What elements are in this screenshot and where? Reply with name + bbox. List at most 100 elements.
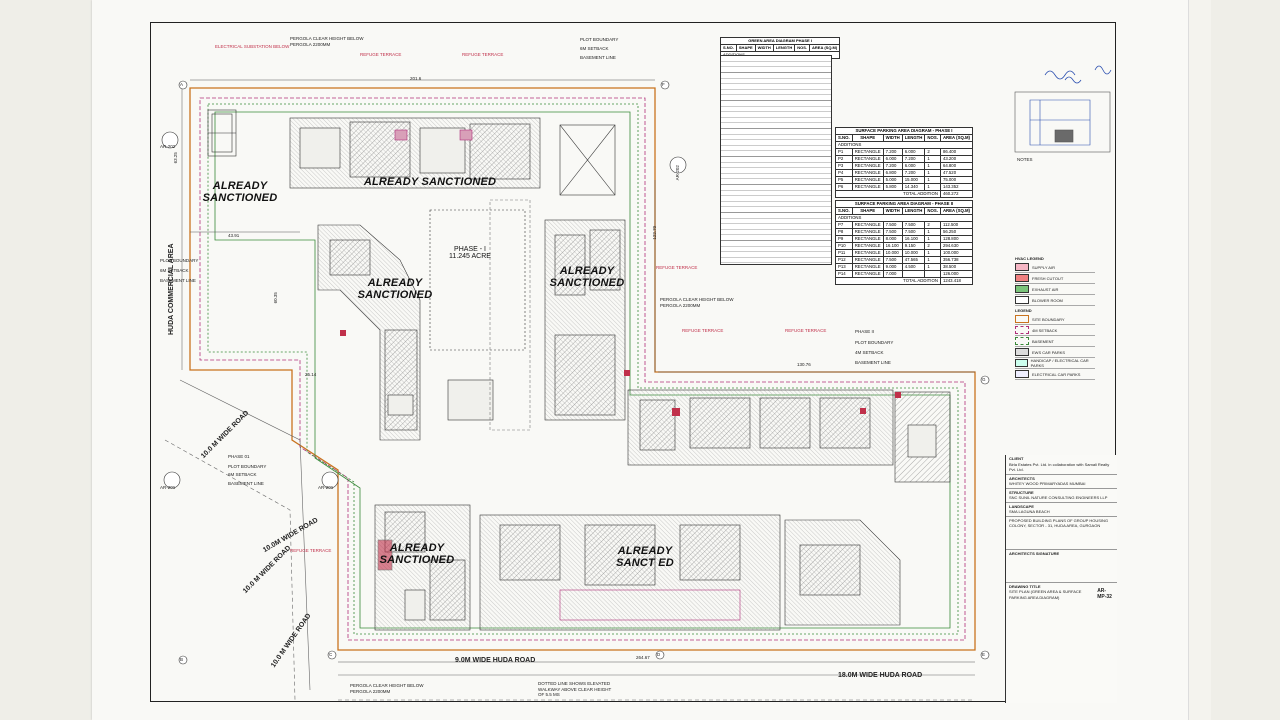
col-header: S.NO. xyxy=(835,134,853,142)
label-plot-boundary-mid: PLOT BOUNDARY xyxy=(855,340,894,345)
table-cell: RECTANGLE xyxy=(851,162,884,170)
total-label: TOTAL ADDITION xyxy=(835,277,941,285)
sanction-stamp-2: ALREADY SANCTIONED xyxy=(360,176,500,188)
table-cell: RECTANGLE xyxy=(851,148,884,156)
table-cell: 10.000 xyxy=(901,249,926,257)
sanction-stamp-5: ALREADY SANCTIONED xyxy=(372,542,462,566)
grid-letter: G xyxy=(982,377,986,382)
surface-parking-schedule-1: SURFACE PARKING AREA DIAGRAM - PHASE I S… xyxy=(835,127,974,198)
tower-block-south xyxy=(479,514,901,631)
total-label: TOTAL ADDITION xyxy=(835,190,941,198)
legend-label: ELECTRICAL CAR PARKS xyxy=(1032,371,1081,377)
tb-label: DRAWING TITLE xyxy=(1009,583,1041,589)
grid-letter: A xyxy=(180,82,184,87)
stamp-line: SANCT ED xyxy=(616,557,674,569)
label-basement-sw: BASEMENT LINE xyxy=(228,481,264,486)
col-header: LENGTH xyxy=(772,44,796,52)
col-header: AREA (SQ.M) xyxy=(939,207,974,215)
dim-left-a: 43.91 xyxy=(228,233,240,238)
label-plot-boundary-top: PLOT BOUNDARY xyxy=(580,37,619,42)
legend-label: SITE BOUNDARY xyxy=(1032,316,1065,322)
table-cell: 47.520 xyxy=(939,169,974,177)
legend-row: ELECTRICAL CAR PARKS xyxy=(1015,369,1095,380)
table-cell: 2 xyxy=(924,221,941,229)
table-cell xyxy=(924,270,941,278)
table-cell: 5.000 xyxy=(882,176,903,184)
phase-name: PHASE - I xyxy=(454,246,486,253)
table-cell: RECTANGLE xyxy=(851,176,884,184)
col-header: WIDTH xyxy=(882,207,903,215)
table-cell: 100.000 xyxy=(939,249,974,257)
swatch-icon xyxy=(1015,315,1029,323)
table-cell: 14.340 xyxy=(901,183,926,191)
tb-label: LANDSCAPE xyxy=(1009,503,1034,509)
table-cell: 64.800 xyxy=(939,162,974,170)
table-cell: RECTANGLE xyxy=(851,235,884,243)
stamp-line: SANCTIONED xyxy=(379,554,455,566)
table-cell: 6.000 xyxy=(901,148,926,156)
dim-right-v: 122.70 xyxy=(652,225,658,240)
tower-block-north xyxy=(289,117,541,189)
ar-tag-2: AR-202 xyxy=(674,165,680,181)
table-cell: 43.200 xyxy=(939,155,974,163)
swatch-icon xyxy=(1015,326,1029,334)
phase-label: PHASE - I 11.245 ACRE xyxy=(440,246,500,260)
section-row: ADDITIONS xyxy=(835,141,973,149)
tower-block-central xyxy=(429,124,626,431)
table-cell: 128.800 xyxy=(939,235,974,243)
tb-label: ARCHITECTS xyxy=(1009,475,1035,481)
table-cell: 1 xyxy=(924,256,941,264)
sheet-edge xyxy=(1188,0,1211,720)
label-pergola-mid: PERGOLA CLEAR HEIGHT BELOW PERGOLA 2200M… xyxy=(660,297,734,308)
table-cell: RECTANGLE xyxy=(851,270,884,278)
stamp-line: ALREADY xyxy=(617,545,673,557)
legend-row: 4M SETBACK xyxy=(1015,325,1095,336)
table-cell: P9 xyxy=(835,235,853,243)
col-header: AREA (SQ.M) xyxy=(809,44,841,52)
tb-project: PROPOSED BUILDING PLANS OF GROUP HOUSING… xyxy=(1006,517,1117,550)
legend-row: EWS CAR PARKS xyxy=(1015,347,1095,358)
legend-label: 4M SETBACK xyxy=(1032,327,1058,333)
swatch-icon xyxy=(1015,285,1029,293)
table-cell: RECTANGLE xyxy=(851,242,884,250)
court xyxy=(207,109,237,157)
legend-label: EWS CAR PARKS xyxy=(1032,349,1066,355)
section-tags xyxy=(161,131,687,489)
table-cell: 8.000 xyxy=(882,235,903,243)
legend-row: SUPPLY AIR xyxy=(1015,262,1095,273)
grid-markers xyxy=(178,80,990,665)
legend-row: FRESH CUTOUT xyxy=(1015,273,1095,284)
table-cell: 7.500 xyxy=(901,228,926,236)
table-cell: 1 xyxy=(924,263,941,271)
table-cell: 2 xyxy=(924,242,941,250)
table-cell: P10 xyxy=(835,242,853,250)
swatch-icon xyxy=(1015,370,1029,378)
legend-row: SITE BOUNDARY xyxy=(1015,314,1095,325)
table-cell: 143.352 xyxy=(939,183,974,191)
table-cell: 356.738 xyxy=(939,256,974,264)
swatch-icon xyxy=(1015,348,1029,356)
table-cell: 47.565 xyxy=(901,256,926,264)
dim-left-b: 25.14 xyxy=(305,372,317,377)
col-header: WIDTH xyxy=(882,134,903,142)
table-title: SURFACE PARKING AREA DIAGRAM - PHASE II xyxy=(835,200,973,208)
legend-row: HANDICAP / ELECTRICAL CAR PARKS xyxy=(1015,358,1095,369)
table-cell: RECTANGLE xyxy=(851,256,884,264)
table-cell: 2 xyxy=(924,148,941,156)
legend-row: EXHAUST AIR xyxy=(1015,284,1095,295)
sanction-stamp-3: ALREADY SANCTIONED xyxy=(350,277,440,301)
table-title: SURFACE PARKING AREA DIAGRAM - PHASE I xyxy=(835,127,973,135)
table-header-row: S.NO. SHAPE WIDTH LENGTH NOS. AREA (SQ.M… xyxy=(835,207,974,215)
label-refuge-2: REFUGE TERRACE xyxy=(462,52,504,57)
label-setback-sw: 6M SETBACK xyxy=(228,472,257,477)
legend-label: SUPPLY AIR xyxy=(1032,264,1055,270)
grid-letter: F xyxy=(662,82,665,87)
label-pergola-bottom: PERGOLA CLEAR HEIGHT BELOW PERGOLA 2200M… xyxy=(350,683,424,694)
tb-value: WHITEY WOOD PRIMARYADAS MUMBAI xyxy=(1009,481,1086,486)
